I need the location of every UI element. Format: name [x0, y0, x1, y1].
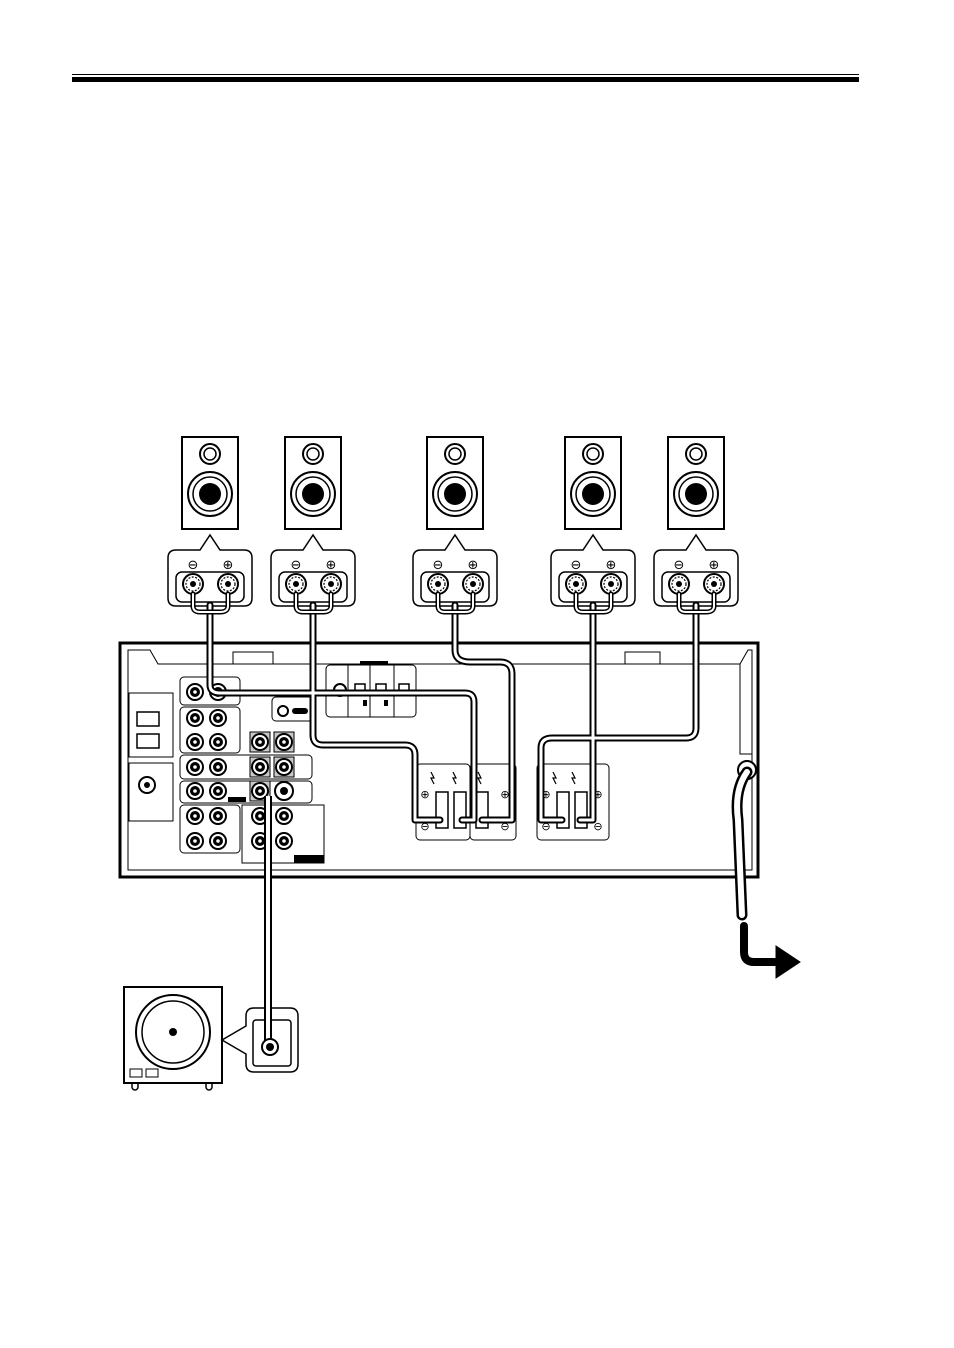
- speaker-cabinets: [182, 437, 724, 529]
- spk4-minus-label: ⊖: [571, 558, 582, 573]
- rcv-plus-1: ⊕: [420, 788, 429, 801]
- spk4-plus-label: ⊕: [606, 558, 617, 573]
- spk5-plus-label: ⊕: [709, 558, 720, 573]
- spk1-plus-label: ⊕: [223, 558, 234, 573]
- spk5-minus-label: ⊖: [674, 558, 685, 573]
- receiver-rear-panel: ⊕ ⊕ ⊕ ⊕ ⊖ ⊖ ⊖ ⊖: [120, 643, 758, 877]
- speaker-3: [427, 437, 483, 529]
- speaker-1: [182, 437, 238, 529]
- speaker-terminal-callouts: ⊖ ⊕ ⊖ ⊕ ⊖ ⊕ ⊖ ⊕ ⊖ ⊕: [168, 535, 738, 606]
- speaker-2: [285, 437, 341, 529]
- speaker-5: [668, 437, 724, 529]
- spk3-minus-label: ⊖: [433, 558, 444, 573]
- subwoofer: [124, 987, 298, 1090]
- spk2-minus-label: ⊖: [291, 558, 302, 573]
- speaker-4: [565, 437, 621, 529]
- spk2-plus-label: ⊕: [326, 558, 337, 573]
- spk1-minus-label: ⊖: [188, 558, 199, 573]
- rcv-plus-2: ⊕: [500, 788, 509, 801]
- spk3-plus-label: ⊕: [468, 558, 479, 573]
